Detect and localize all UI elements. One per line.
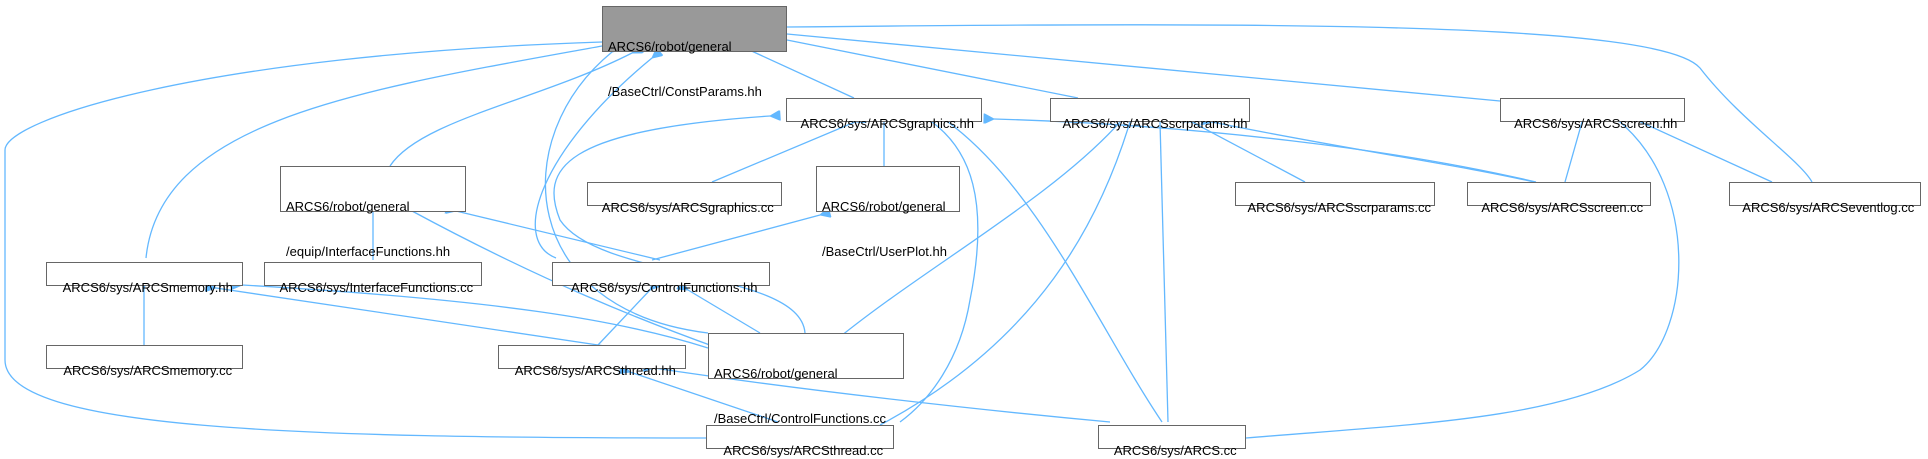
edge-controlfunctions-cc-to-arcsscrparams-hh — [829, 122, 1120, 346]
node-label-line-1: ARCS6/robot/general — [286, 199, 410, 214]
node-label: ARCS6/sys/ARCSscrparams.cc — [1247, 200, 1431, 215]
node-arcsmemory-cc[interactable]: ARCS6/sys/ARCSmemory.cc — [46, 345, 243, 378]
node-arcsthread-cc[interactable]: ARCS6/sys/ARCSthread.cc — [706, 425, 894, 458]
edge-arcsscreen-hh-to-constparams — [787, 34, 1501, 102]
edge-controlfunctions-cc-to-interfacefunctions-hh — [412, 211, 719, 349]
node-controlfunctions-cc[interactable]: ARCS6/robot/general /BaseCtrl/ControlFun… — [708, 333, 904, 426]
edge-arcsmemory-hh-to-constparams — [145, 46, 602, 259]
edge-arcsscrparams-hh-to-constparams — [787, 40, 1079, 99]
edge-arcsthread-hh-to-arcsmemory-hh — [216, 288, 619, 349]
node-arcsscrparams-cc[interactable]: ARCS6/sys/ARCSscrparams.cc — [1235, 182, 1435, 215]
edge-arcsscrparams-cc-to-arcsscrparams-hh — [1192, 122, 1306, 183]
node-label-line-1: ARCS6/robot/general — [822, 199, 946, 214]
node-arcsscreen-hh[interactable]: ARCS6/sys/ARCSscreen.hh — [1500, 98, 1685, 131]
node-interfacefunctions-cc[interactable]: ARCS6/sys/InterfaceFunctions.cc — [264, 262, 482, 295]
edge-arcs-cc-to-arcsscreen-hh — [1245, 122, 1680, 439]
node-label: ARCS6/sys/ARCSeventlog.cc — [1742, 200, 1915, 215]
edge-arcseventlog-cc-to-arcsscreen-hh — [1632, 118, 1773, 183]
node-label: ARCS6/sys/ARCSmemory.hh — [62, 280, 233, 295]
node-arcsgraphics-hh[interactable]: ARCS6/sys/ARCSgraphics.hh — [786, 98, 982, 131]
node-userplot-hh[interactable]: ARCS6/robot/general /BaseCtrl/UserPlot.h… — [816, 166, 960, 259]
dependency-edges — [4, 25, 1813, 439]
node-arcs-cc[interactable]: ARCS6/sys/ARCS.cc — [1098, 425, 1246, 458]
node-label: ARCS6/sys/ARCSthread.cc — [723, 443, 884, 458]
node-label: ARCS6/sys/ARCS.cc — [1113, 443, 1237, 458]
node-arcsgraphics-cc[interactable]: ARCS6/sys/ARCSgraphics.cc — [587, 182, 782, 215]
edge-controlfunctions-hh-to-userplot — [651, 215, 820, 261]
edge-arcsscreen-cc-to-arcsgraphics-hh — [994, 119, 1537, 183]
edge-arcs-cc-to-arcsgraphics-hh — [948, 122, 1163, 423]
node-label-line-1: ARCS6/robot/general — [714, 366, 838, 381]
edge-controlfunctions-hh-to-interfacefunctions-hh — [456, 211, 661, 261]
edge-interfacefunctions-hh-to-constparams — [389, 53, 632, 167]
edge-arcsthread-cc-to-constparams — [4, 42, 707, 439]
node-arcsscrparams-hh[interactable]: ARCS6/sys/ARCSscrparams.hh — [1050, 98, 1250, 131]
node-label: ARCS6/sys/ARCSgraphics.cc — [601, 200, 774, 215]
node-label-line-1: ARCS6/robot/general — [608, 39, 732, 54]
edge-arcsthread-cc-to-arcsthread-hh — [630, 372, 779, 423]
node-label: ARCS6/sys/ControlFunctions.hh — [571, 280, 758, 295]
node-arcsmemory-hh[interactable]: ARCS6/sys/ARCSmemory.hh — [46, 262, 243, 295]
node-constparams-hh[interactable]: ARCS6/robot/general /BaseCtrl/ConstParam… — [602, 6, 787, 99]
edge-arcsgraphics-hh-to-constparams — [745, 48, 855, 99]
node-label: ARCS6/sys/InterfaceFunctions.cc — [279, 280, 474, 295]
edge-arcsthread-cc-to-arcsgraphics-hh — [899, 122, 979, 423]
node-label: ARCS6/sys/ARCSscreen.cc — [1481, 200, 1644, 215]
node-label-line-2: /BaseCtrl/ConstParams.hh — [608, 84, 762, 99]
edge-arcsthread-hh-to-controlfunctions-hh — [597, 290, 650, 346]
edge-arcsgraphics-cc-to-arcsgraphics-hh — [711, 122, 855, 183]
edge-controlfunctions-cc-to-controlfunctions-hh — [688, 290, 761, 334]
node-label-line-2: /equip/InterfaceFunctions.hh — [286, 244, 451, 259]
node-arcseventlog-cc[interactable]: ARCS6/sys/ARCSeventlog.cc — [1729, 182, 1921, 215]
node-label: ARCS6/sys/ARCSgraphics.hh — [800, 116, 974, 131]
node-label-line-2: /BaseCtrl/UserPlot.hh — [822, 244, 947, 259]
edge-controlfunctions-cc-to-arcsgraphics-hh — [553, 116, 806, 334]
edge-arcs-cc-to-arcsscrparams-hh — [1160, 122, 1169, 423]
node-arcsthread-hh[interactable]: ARCS6/sys/ARCSthread.hh — [498, 345, 686, 378]
edge-arcsscreen-cc-to-arcsscreen-hh — [1564, 122, 1582, 183]
node-arcsscreen-cc[interactable]: ARCS6/sys/ARCSscreen.cc — [1467, 182, 1651, 215]
node-label: ARCS6/sys/ARCSscreen.hh — [1514, 116, 1678, 131]
node-controlfunctions-hh[interactable]: ARCS6/sys/ControlFunctions.hh — [552, 262, 770, 295]
node-interfacefunctions-hh[interactable]: ARCS6/robot/general /equip/InterfaceFunc… — [280, 166, 466, 259]
edge-controlfunctions-cc-to-constparams — [544, 52, 709, 334]
edge-arcsthread-cc-to-arcsscrparams-hh — [879, 122, 1130, 426]
node-label: ARCS6/sys/ARCSmemory.cc — [63, 363, 233, 378]
edge-arcsscreen-cc-to-arcsscrparams-hh — [1212, 122, 1535, 183]
node-label: ARCS6/sys/ARCSthread.hh — [514, 363, 676, 378]
edge-arcseventlog-cc-to-constparams — [787, 25, 1813, 183]
node-label-line-2: /BaseCtrl/ControlFunctions.cc — [714, 411, 886, 426]
edge-controlfunctions-cc-to-arcsmemory-hh — [242, 285, 709, 349]
node-label: ARCS6/sys/ARCSscrparams.hh — [1062, 116, 1248, 131]
